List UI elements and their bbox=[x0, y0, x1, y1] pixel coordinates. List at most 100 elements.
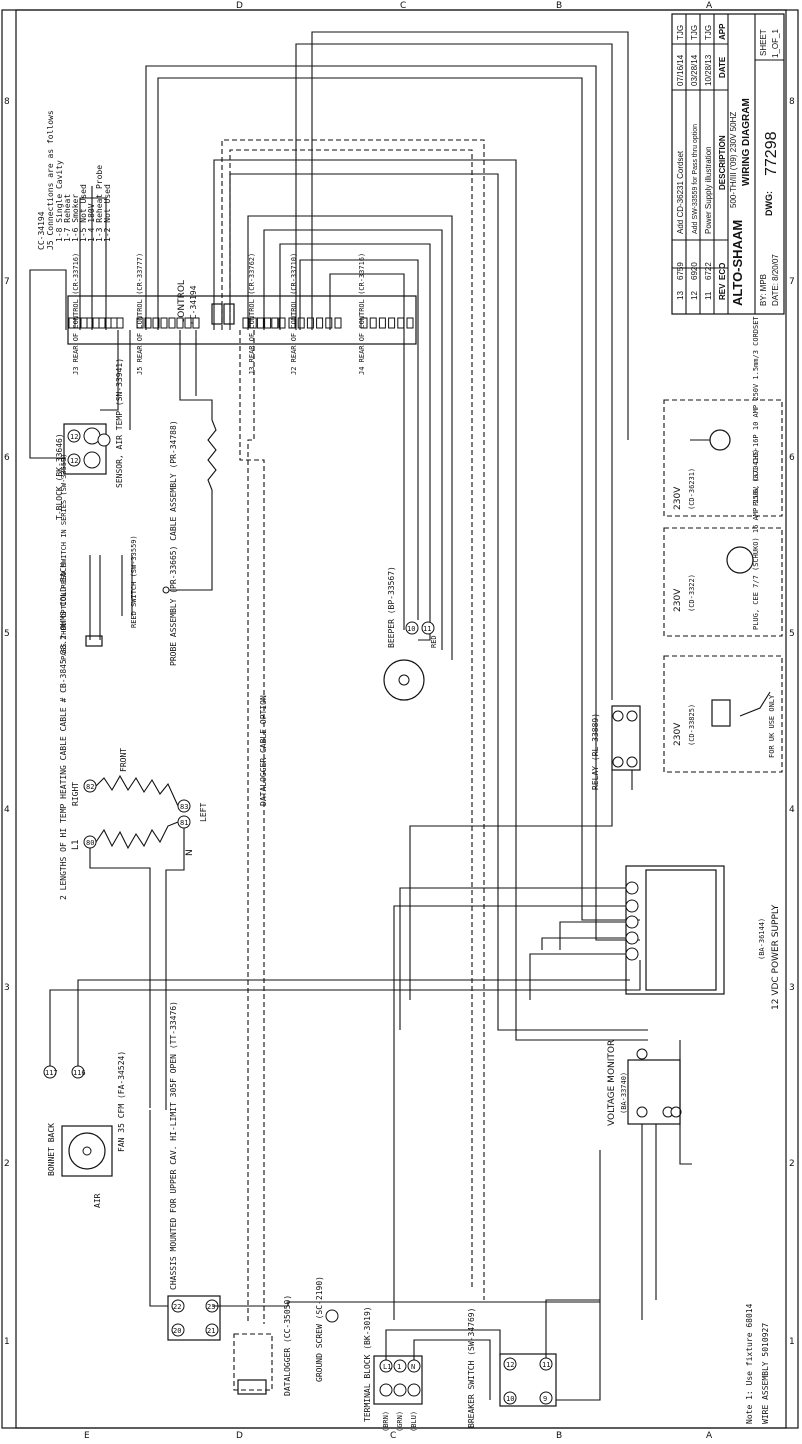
svg-text:(BA-36144): (BA-36144) bbox=[758, 918, 766, 960]
border-number-8-left: 8 bbox=[4, 97, 10, 107]
svg-text:J4 REAR OF CONTROL (CR-33716): J4 REAR OF CONTROL (CR-33716) bbox=[358, 253, 366, 375]
svg-text:1-8 Single Cavity: 1-8 Single Cavity bbox=[55, 160, 64, 242]
connector-pin bbox=[278, 317, 286, 329]
datalogger-cable-label: DATALOGGER CABLE OPTION bbox=[259, 695, 268, 806]
inner-frame bbox=[15, 9, 787, 1429]
breaker-switch: 12 10 11 9 BREAKER SWITCH (SW-34769) bbox=[385, 1150, 601, 1428]
svg-text:AIR: AIR bbox=[93, 1193, 102, 1208]
svg-text:LEFT: LEFT bbox=[199, 803, 208, 822]
svg-text:BY: MPB: BY: MPB bbox=[759, 274, 768, 306]
svg-text:N: N bbox=[411, 1363, 415, 1371]
connector-pin bbox=[152, 317, 160, 329]
connector-pin bbox=[264, 317, 272, 329]
svg-text:83: 83 bbox=[180, 803, 188, 811]
svg-text:APP: APP bbox=[718, 23, 727, 40]
border-number-7-right: 7 bbox=[789, 277, 795, 287]
svg-text:230V: 230V bbox=[673, 486, 683, 510]
svg-text:RELAY (RL-33889): RELAY (RL-33889) bbox=[591, 713, 600, 790]
power-supply: 12 VDC POWER SUPPLY (BA-36144) bbox=[393, 865, 781, 1320]
connector-pin bbox=[369, 317, 377, 329]
control-part: CC-34194 bbox=[189, 285, 198, 324]
svg-text:PLUG, CEE 7/7 (SCHUKO) 16 AMP: PLUG, CEE 7/7 (SCHUKO) 16 AMP 250V (&704… bbox=[752, 449, 760, 630]
connector-pin bbox=[168, 317, 176, 329]
connector-pin bbox=[184, 317, 192, 329]
connector-pin bbox=[388, 317, 396, 329]
border-numbers-left: 8 7 6 5 4 3 2 1 bbox=[4, 97, 10, 1347]
svg-text:82: 82 bbox=[86, 783, 94, 791]
connector-pin bbox=[144, 317, 152, 329]
connector-pin bbox=[192, 317, 200, 329]
svg-text:RIGHT: RIGHT bbox=[71, 782, 80, 806]
svg-text:12: 12 bbox=[506, 1361, 514, 1369]
border-letter-b-bottom: B bbox=[556, 1431, 562, 1440]
svg-text:FAN 35 CFM (FA-34524): FAN 35 CFM (FA-34524) bbox=[117, 1051, 126, 1152]
border-letter-d-bottom: D bbox=[236, 1431, 243, 1440]
hi-limit-thermostat: 22 20 23 21 CHASSIS MOUNTED FOR UPPER CA… bbox=[149, 1001, 600, 1341]
svg-text:J2 REAR OF CONTROL (CR-33710): J2 REAR OF CONTROL (CR-33710) bbox=[290, 253, 298, 375]
svg-text:DESCRIPTION: DESCRIPTION bbox=[718, 135, 727, 190]
border-number-1-left: 1 bbox=[4, 1337, 10, 1347]
t-block: 12 12 T-BLOCK (BK-33646) bbox=[55, 423, 107, 520]
control-board: CONTROL CC-34194 J3 REAR OF CONTROL (CR-… bbox=[67, 253, 417, 375]
svg-text:11: 11 bbox=[704, 291, 713, 300]
svg-text:T-BLOCK (BK-33646): T-BLOCK (BK-33646) bbox=[55, 433, 64, 520]
j5-connection-notes: CC-34194 J5 Connections are as follows 1… bbox=[37, 110, 112, 250]
power-supply-label: 12 VDC POWER SUPPLY bbox=[771, 904, 781, 1010]
svg-text:Add CD-36231 Cordset: Add CD-36231 Cordset bbox=[676, 150, 685, 234]
border-number-8-right: 8 bbox=[789, 97, 795, 107]
svg-text:TERMINAL BLOCK (BK-3019): TERMINAL BLOCK (BK-3019) bbox=[363, 1306, 372, 1422]
pass-thru-option: PASS THRU OPTION REED SWITCH IN SERIES (… bbox=[60, 453, 138, 660]
svg-text:1-2 Not Used: 1-2 Not Used bbox=[103, 184, 112, 242]
connector-pin bbox=[406, 317, 414, 329]
svg-text:ECO: ECO bbox=[718, 263, 727, 280]
drawing-number: 77298 bbox=[763, 131, 780, 176]
svg-text:J5 REAR OF CONTROL (CR-33777): J5 REAR OF CONTROL (CR-33777) bbox=[136, 253, 144, 375]
svg-text:117: 117 bbox=[45, 1069, 58, 1077]
svg-text:CHASSIS MOUNTED FOR UPPER CAV.: CHASSIS MOUNTED FOR UPPER CAV. HI-LIMIT … bbox=[169, 1001, 178, 1290]
revision-row-13: 13 6759 Add CD-36231 Cordset 07/16/14 TJ… bbox=[676, 25, 685, 300]
svg-text:TJG: TJG bbox=[704, 25, 713, 40]
svg-text:230V: 230V bbox=[673, 588, 683, 612]
svg-text:DATALOGGER CABLE OPTION: DATALOGGER CABLE OPTION bbox=[259, 695, 268, 806]
border-letter-a-bottom: A bbox=[706, 1431, 713, 1440]
connector-pin bbox=[325, 317, 333, 329]
svg-text:DWG:: DWG: bbox=[764, 191, 774, 216]
border-letter-e-bottom: E bbox=[84, 1431, 90, 1440]
connector-pin bbox=[116, 317, 124, 329]
air-temp-sensor: SENSOR, AIR TEMP (SN-33941) bbox=[97, 358, 124, 488]
connector-pin bbox=[176, 317, 184, 329]
svg-text:03/28/14: 03/28/14 bbox=[690, 54, 699, 86]
svg-text:1-6 Smoker: 1-6 Smoker bbox=[71, 194, 80, 242]
svg-text:FRONT: FRONT bbox=[119, 748, 128, 772]
border-number-3-right: 3 bbox=[789, 983, 795, 993]
svg-text:RED: RED bbox=[430, 635, 438, 648]
title-main: ALTO-SHAAM 500-TH/III ('09) 230V 50HZ WI… bbox=[729, 98, 752, 306]
svg-text:(GRN): (GRN) bbox=[396, 1411, 404, 1432]
svg-text:SENSOR, AIR TEMP (SN-33941): SENSOR, AIR TEMP (SN-33941) bbox=[115, 358, 124, 488]
svg-text:L1: L1 bbox=[71, 839, 81, 850]
border-number-3-left: 3 bbox=[4, 983, 10, 993]
connector-pin bbox=[136, 317, 144, 329]
border-number-1-right: 1 bbox=[789, 1337, 795, 1347]
svg-text:BREAKER SWITCH (SW-34769): BREAKER SWITCH (SW-34769) bbox=[467, 1308, 476, 1428]
drawing-title: WIRING DIAGRAM bbox=[741, 98, 752, 186]
border-number-2-right: 2 bbox=[789, 1159, 795, 1169]
border-number-2-left: 2 bbox=[4, 1159, 10, 1169]
border-letters-bottom: E D C B A bbox=[84, 1431, 713, 1441]
border-letters-top: D C B A bbox=[236, 1, 713, 11]
svg-text:FOR UK USE ONLY: FOR UK USE ONLY bbox=[768, 694, 776, 758]
fan: 117 116 BONNET BACK FAN 35 CFM (FA-34524… bbox=[43, 960, 641, 1208]
connector-pin bbox=[92, 317, 100, 329]
svg-text:SHEET: SHEET bbox=[759, 29, 768, 56]
svg-text:07/16/14: 07/16/14 bbox=[676, 54, 685, 86]
svg-text:PASS THRU OPTION REED SWITCH I: PASS THRU OPTION REED SWITCH IN SERIES (… bbox=[60, 453, 68, 660]
svg-text:REED SWITCH (SW-33559): REED SWITCH (SW-33559) bbox=[130, 535, 138, 628]
svg-text:23: 23 bbox=[207, 1303, 215, 1311]
wire-assembly-note: WIRE ASSEMBLY 5010927 bbox=[761, 1323, 770, 1424]
ground-screw: GROUND SCREW (SC-2190) bbox=[315, 1276, 339, 1382]
svg-text:REV: REV bbox=[718, 283, 727, 300]
border-number-6-right: 6 bbox=[789, 453, 795, 463]
svg-text:VOLTAGE MONITOR: VOLTAGE MONITOR bbox=[607, 1040, 617, 1126]
svg-text:DATE: DATE bbox=[718, 56, 727, 78]
